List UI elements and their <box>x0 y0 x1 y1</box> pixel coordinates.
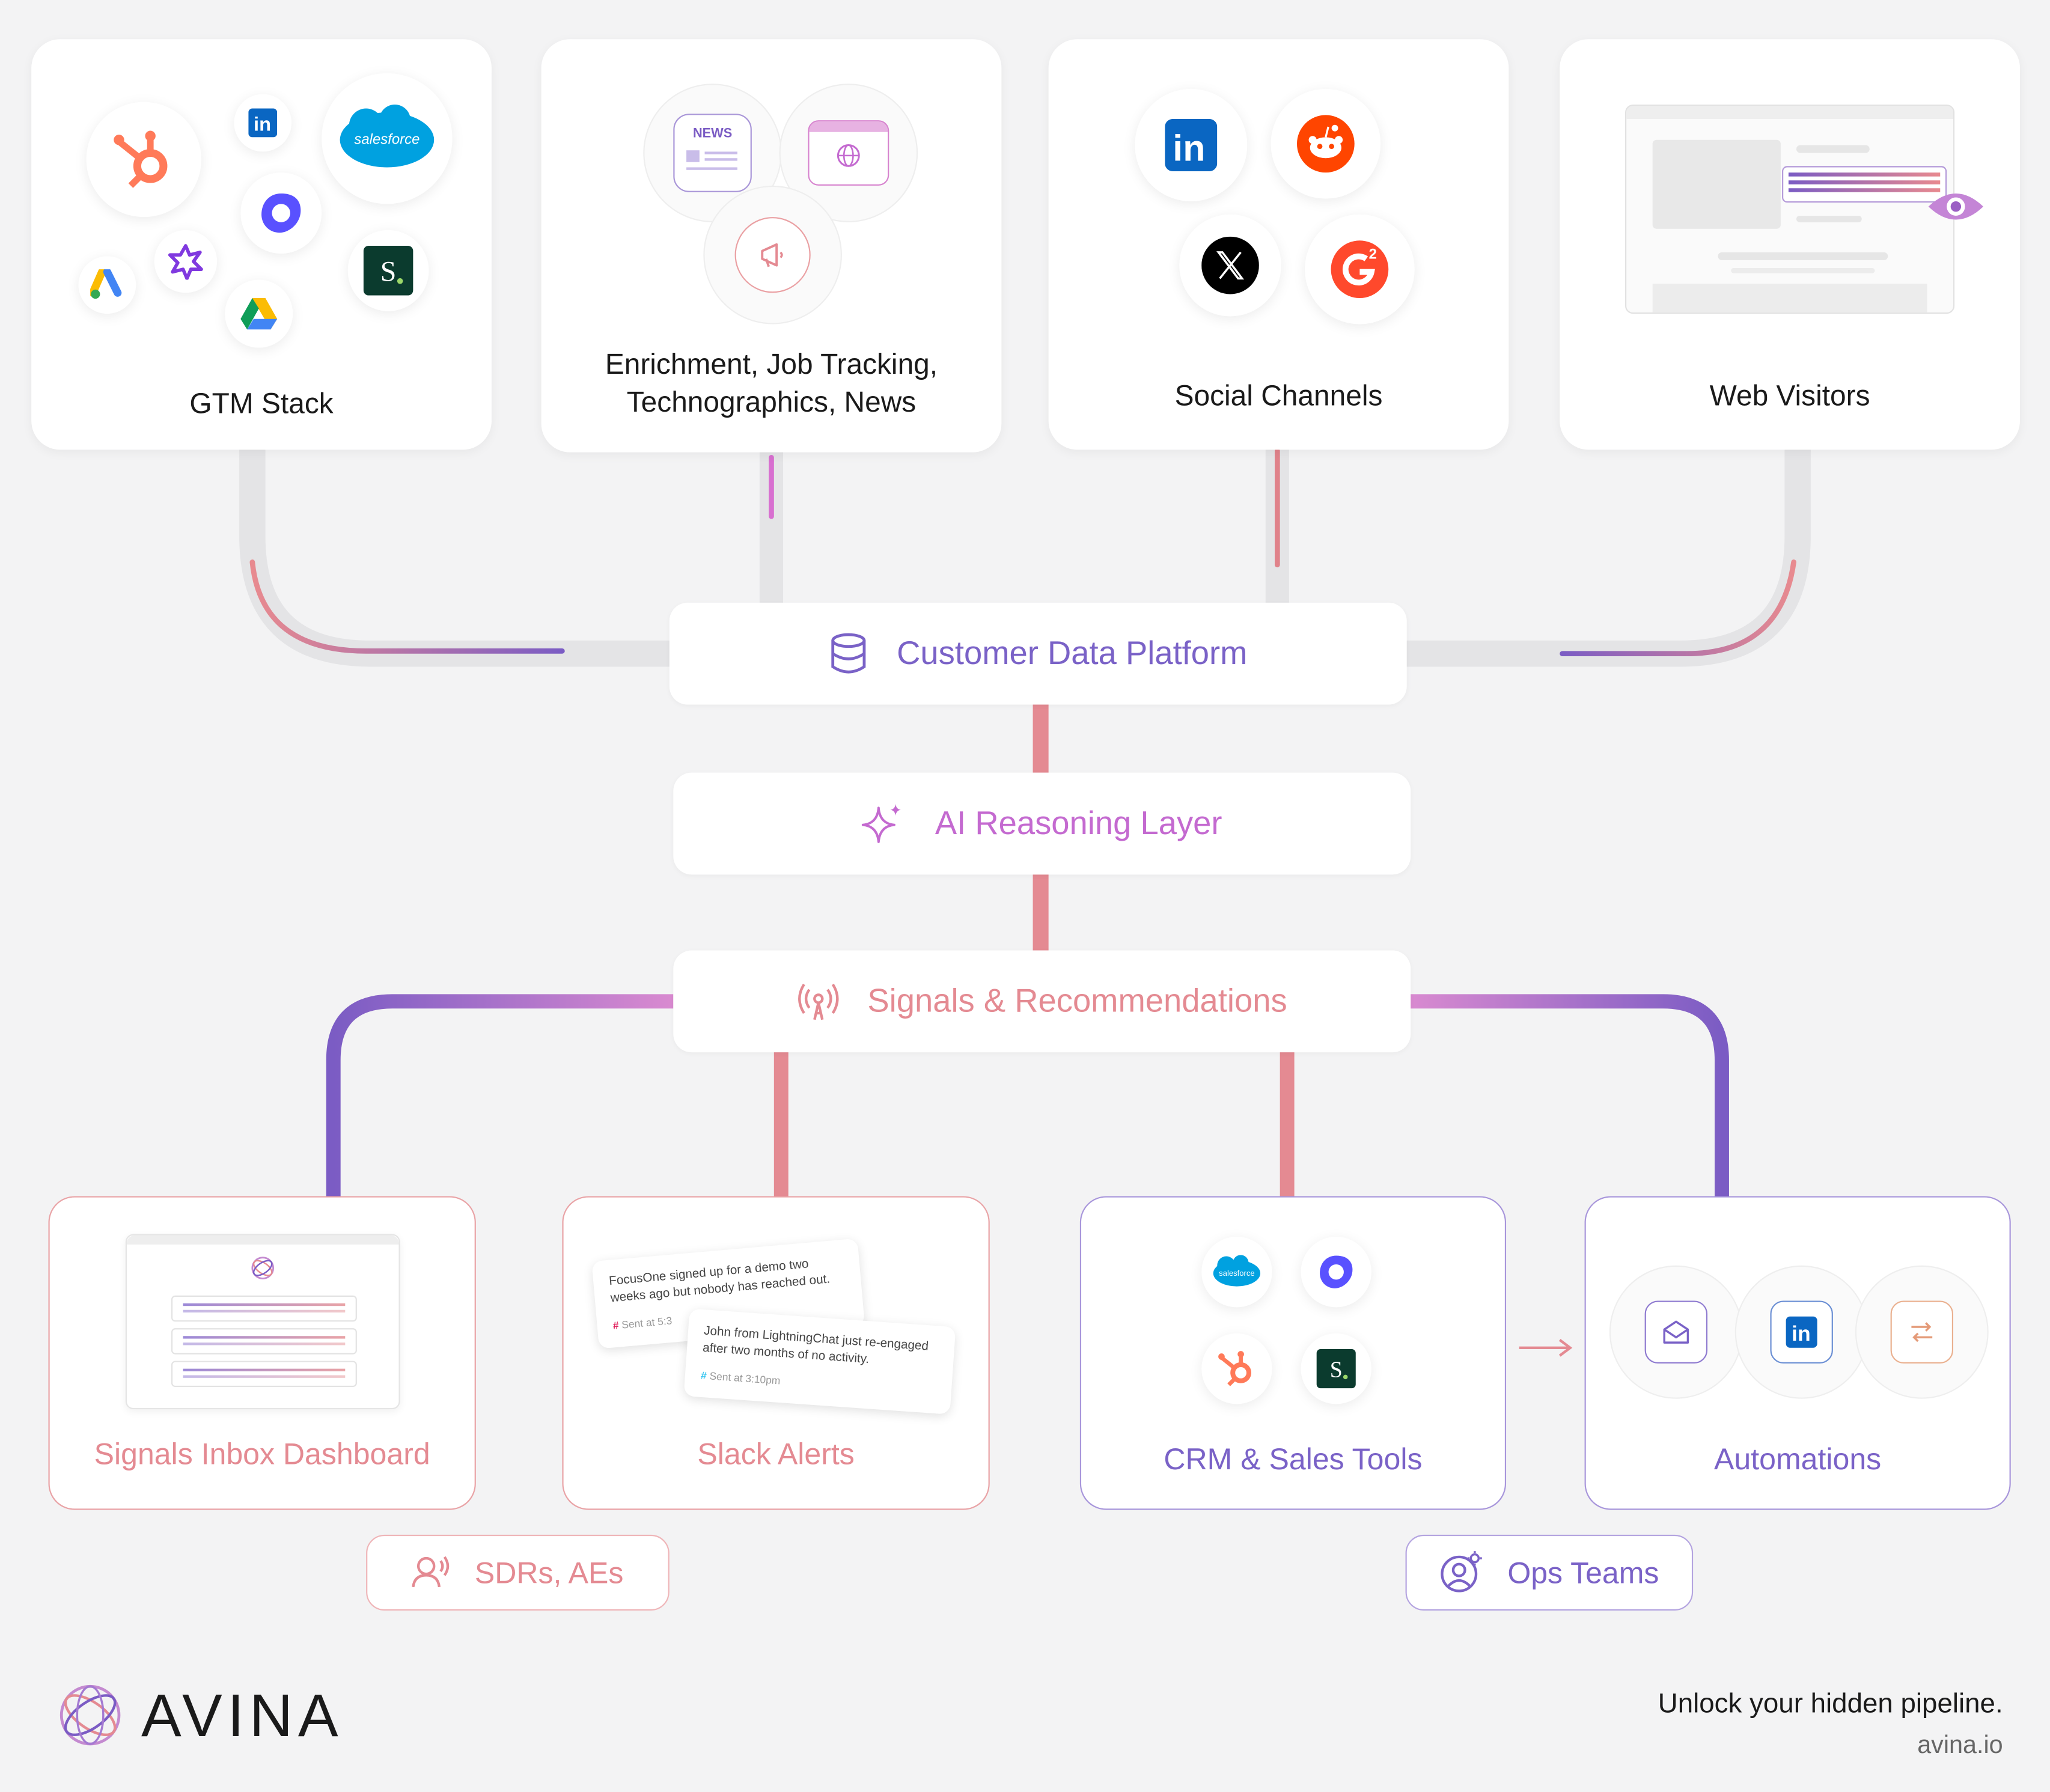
g2-icon: 2 <box>1305 214 1415 325</box>
social-channels-card: in 2 Social Channels <box>1048 39 1509 450</box>
slack-icon: # <box>700 1370 707 1382</box>
signals-recommendations-bar: Signals & Recommendations <box>673 950 1411 1053</box>
slack-message-2-text: John from LightningChat just re-engaged … <box>702 1324 929 1367</box>
signals-inbox-card: Signals Inbox Dashboard <box>48 1196 476 1510</box>
browser-icon <box>808 120 889 186</box>
database-icon <box>831 633 866 674</box>
sdrs-aes-pill: SDRs, AEs <box>366 1534 670 1611</box>
svg-text:in: in <box>1173 128 1205 169</box>
salesforce-icon: salesforce <box>322 73 453 204</box>
svg-text:S: S <box>380 256 397 288</box>
gtm-stack-card: in salesforce S GTM Stack <box>31 39 492 450</box>
avina-logo-icon <box>59 1684 121 1746</box>
eye-icon <box>1928 193 1984 220</box>
website-link[interactable]: avina.io <box>1917 1732 2003 1760</box>
ops-teams-pill: Ops Teams <box>1405 1534 1694 1611</box>
ai-reasoning-layer-bar: AI Reasoning Layer <box>673 772 1411 875</box>
people-icon <box>412 1556 450 1588</box>
svg-text:salesforce: salesforce <box>1219 1269 1254 1278</box>
linkedin-icon: in <box>1770 1300 1833 1364</box>
browser-mockup <box>1624 105 1955 314</box>
link-signals-slack <box>773 1049 789 1198</box>
signals-inbox-title: Signals Inbox Dashboard <box>94 1436 430 1471</box>
highlighted-text-block <box>1782 166 1947 203</box>
crm-sales-tools-card: salesforce S CRM & Sales Tools <box>1079 1196 1507 1510</box>
social-channels-title: Social Channels <box>1174 379 1383 412</box>
svg-text:2: 2 <box>1369 246 1377 263</box>
gtm-stack-title: GTM Stack <box>189 386 334 420</box>
ops-teams-label: Ops Teams <box>1507 1555 1659 1589</box>
enrichment-title: Enrichment, Job Tracking, Technographics… <box>605 347 938 419</box>
mail-icon <box>1644 1300 1708 1364</box>
enrichment-card: NEWS Enrichment, Job Tracking, Technogra… <box>541 39 1002 453</box>
highlight-gtm <box>249 559 565 654</box>
hubspot-icon <box>86 102 202 218</box>
megaphone-ring <box>703 185 842 325</box>
slack-message-1-text: FocusOne signed up for a demo two weeks … <box>608 1257 831 1306</box>
link-signals-inbox <box>326 994 674 1198</box>
link-ai-signals <box>1033 873 1049 952</box>
slack-alerts-title: Slack Alerts <box>697 1436 855 1471</box>
salesloft-icon: S <box>347 230 429 311</box>
link-signals-crm <box>1280 1049 1295 1198</box>
link-signals-automations <box>1409 994 1729 1198</box>
slack-message-2: John from LightningChat just re-engaged … <box>683 1308 956 1415</box>
customer-data-platform-bar: Customer Data Platform <box>669 602 1407 705</box>
cdp-label: Customer Data Platform <box>897 635 1248 672</box>
inbox-dashboard-mockup <box>125 1234 400 1410</box>
automations-title: Automations <box>1714 1442 1882 1477</box>
svg-text:salesforce: salesforce <box>354 131 419 147</box>
news-badge: NEWS <box>692 127 733 141</box>
salesloft-icon: S <box>1301 1333 1371 1404</box>
sdrs-aes-label: SDRs, AEs <box>474 1555 624 1589</box>
avina-logo-icon <box>251 1257 275 1279</box>
tagline: Unlock your hidden pipeline. <box>1658 1689 2003 1719</box>
highlight-web <box>1560 559 1796 657</box>
x-icon <box>1179 214 1281 317</box>
web-visitors-title: Web Visitors <box>1709 379 1870 412</box>
sparkle-icon <box>862 803 901 843</box>
mail-ring <box>1609 1265 1743 1399</box>
outreach-icon <box>1301 1236 1371 1308</box>
slack-alerts-card: FocusOne signed up for a demo two weeks … <box>562 1196 990 1510</box>
brand-name: AVINA <box>141 1681 344 1749</box>
track-gtm <box>239 444 680 667</box>
slack-icon: # <box>612 1319 620 1332</box>
svg-text:S: S <box>1330 1357 1343 1382</box>
salesforce-icon: salesforce <box>1201 1236 1272 1308</box>
google-ads-icon <box>78 256 136 314</box>
ai-label: AI Reasoning Layer <box>935 804 1222 841</box>
web-visitors-card: Web Visitors <box>1560 39 2020 450</box>
track-web <box>1399 444 1811 667</box>
switch-ring <box>1855 1265 1989 1399</box>
gong-icon <box>154 230 218 293</box>
arrow-crm-automations <box>1519 1339 1573 1357</box>
google-drive-icon <box>225 279 293 348</box>
crm-sales-tools-title: CRM & Sales Tools <box>1164 1442 1423 1477</box>
linkedin-icon: in <box>234 94 292 152</box>
signals-label: Signals & Recommendations <box>867 982 1287 1019</box>
automations-card: in Automations <box>1584 1196 2011 1510</box>
slack-message-1-sent: Sent at 5:3 <box>621 1315 673 1331</box>
hubspot-icon <box>1201 1333 1272 1404</box>
switch-icon <box>1890 1300 1954 1364</box>
gear-user-icon <box>1441 1551 1482 1592</box>
svg-text:in: in <box>1792 1321 1811 1346</box>
megaphone-icon <box>734 217 811 293</box>
linkedin-icon: in <box>1135 88 1248 202</box>
reddit-icon <box>1271 88 1381 199</box>
news-icon: NEWS <box>673 114 752 192</box>
svg-text:in: in <box>254 113 271 135</box>
antenna-icon <box>797 983 838 1020</box>
avina-brand: AVINA <box>55 1680 343 1750</box>
linkedin-ring: in <box>1734 1265 1868 1399</box>
link-cdp-ai <box>1033 703 1049 774</box>
slack-message-2-sent: Sent at 3:10pm <box>709 1370 781 1387</box>
outreach-icon <box>240 172 322 254</box>
